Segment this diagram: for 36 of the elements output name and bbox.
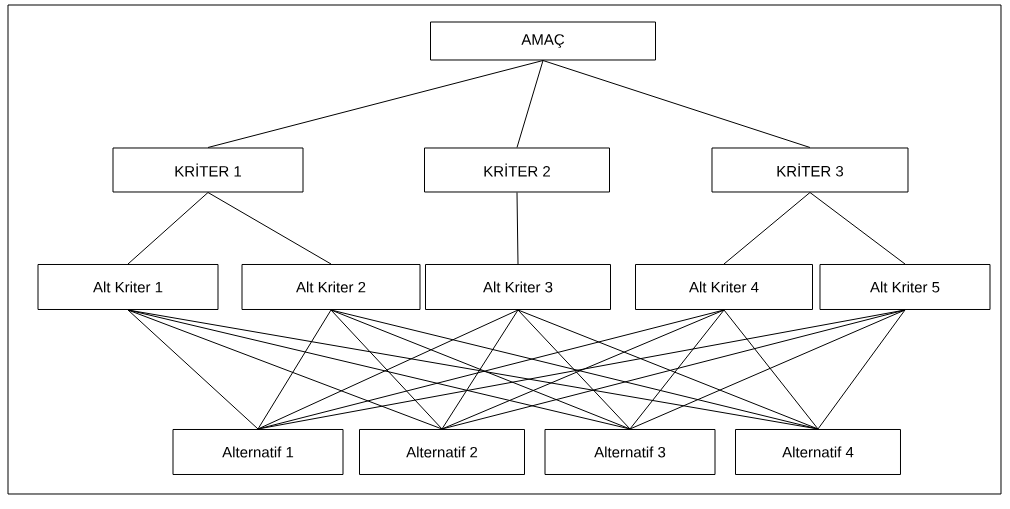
subcriterion-box: Alt Kriter 5 xyxy=(819,264,991,310)
connector-line xyxy=(441,309,725,430)
connector-line xyxy=(723,192,811,265)
subcriterion-box: Alt Kriter 1 xyxy=(37,264,219,310)
alternative-box: Alternatif 4 xyxy=(735,429,901,475)
connector-line xyxy=(257,309,519,430)
alternative-box: Alternatif 2 xyxy=(359,429,525,475)
goal-box: AMAÇ xyxy=(430,21,656,61)
connector-line xyxy=(516,192,519,265)
subcriterion-box: Alt Kriter 2 xyxy=(241,264,421,310)
criterion-box: KRİTER 2 xyxy=(424,147,610,193)
connector-line xyxy=(809,192,906,265)
criterion-box: KRİTER 3 xyxy=(711,147,909,193)
connector-line xyxy=(629,309,906,430)
connector-line xyxy=(817,309,906,430)
connector-line xyxy=(207,60,544,148)
connector-line xyxy=(127,309,443,430)
criterion-box: KRİTER 1 xyxy=(112,147,304,193)
connector-line xyxy=(127,192,209,265)
connector-line xyxy=(517,309,819,430)
connector-line xyxy=(127,309,259,430)
connector-line xyxy=(330,309,819,430)
connector-line xyxy=(207,192,332,265)
alternative-box: Alternatif 3 xyxy=(544,429,716,475)
connector-line xyxy=(629,309,725,430)
connector-line xyxy=(723,309,819,430)
alternative-box: Alternatif 1 xyxy=(172,429,344,475)
subcriterion-box: Alt Kriter 3 xyxy=(425,264,611,310)
connector-line xyxy=(441,309,519,430)
subcriterion-box: Alt Kriter 4 xyxy=(635,264,813,310)
connector-line xyxy=(330,309,443,430)
connector-line xyxy=(516,60,544,148)
connector-line xyxy=(542,60,811,148)
connector-line xyxy=(517,309,631,430)
connector-line xyxy=(257,309,332,430)
connector-line xyxy=(330,309,631,430)
